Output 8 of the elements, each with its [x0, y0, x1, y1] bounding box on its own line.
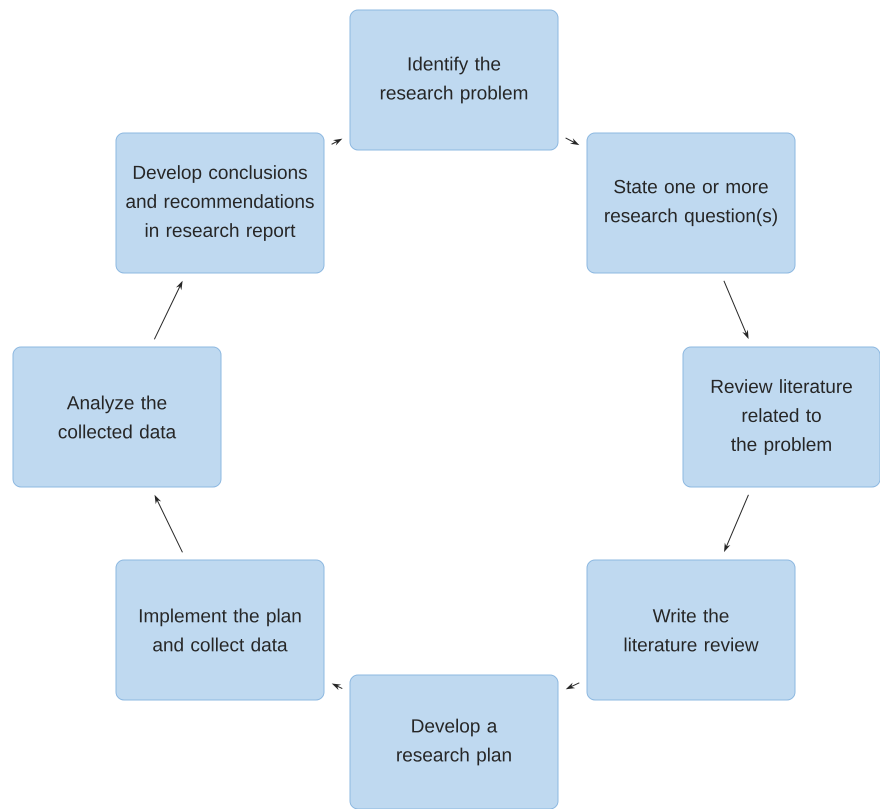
process-box: Implement the plan and collect data — [116, 560, 324, 700]
process-box: State one or more research question(s) — [586, 132, 796, 274]
process-box: Write the literature review — [586, 560, 796, 700]
process-box: Develop a research plan — [350, 674, 558, 809]
process-box: Develop conclusions and recommendations in research report — [116, 132, 324, 274]
process-box: Identify the research problem — [350, 10, 558, 150]
process-box: Review literature related to the problem — [682, 346, 880, 488]
process-box: Analyze the collected data — [12, 346, 222, 488]
